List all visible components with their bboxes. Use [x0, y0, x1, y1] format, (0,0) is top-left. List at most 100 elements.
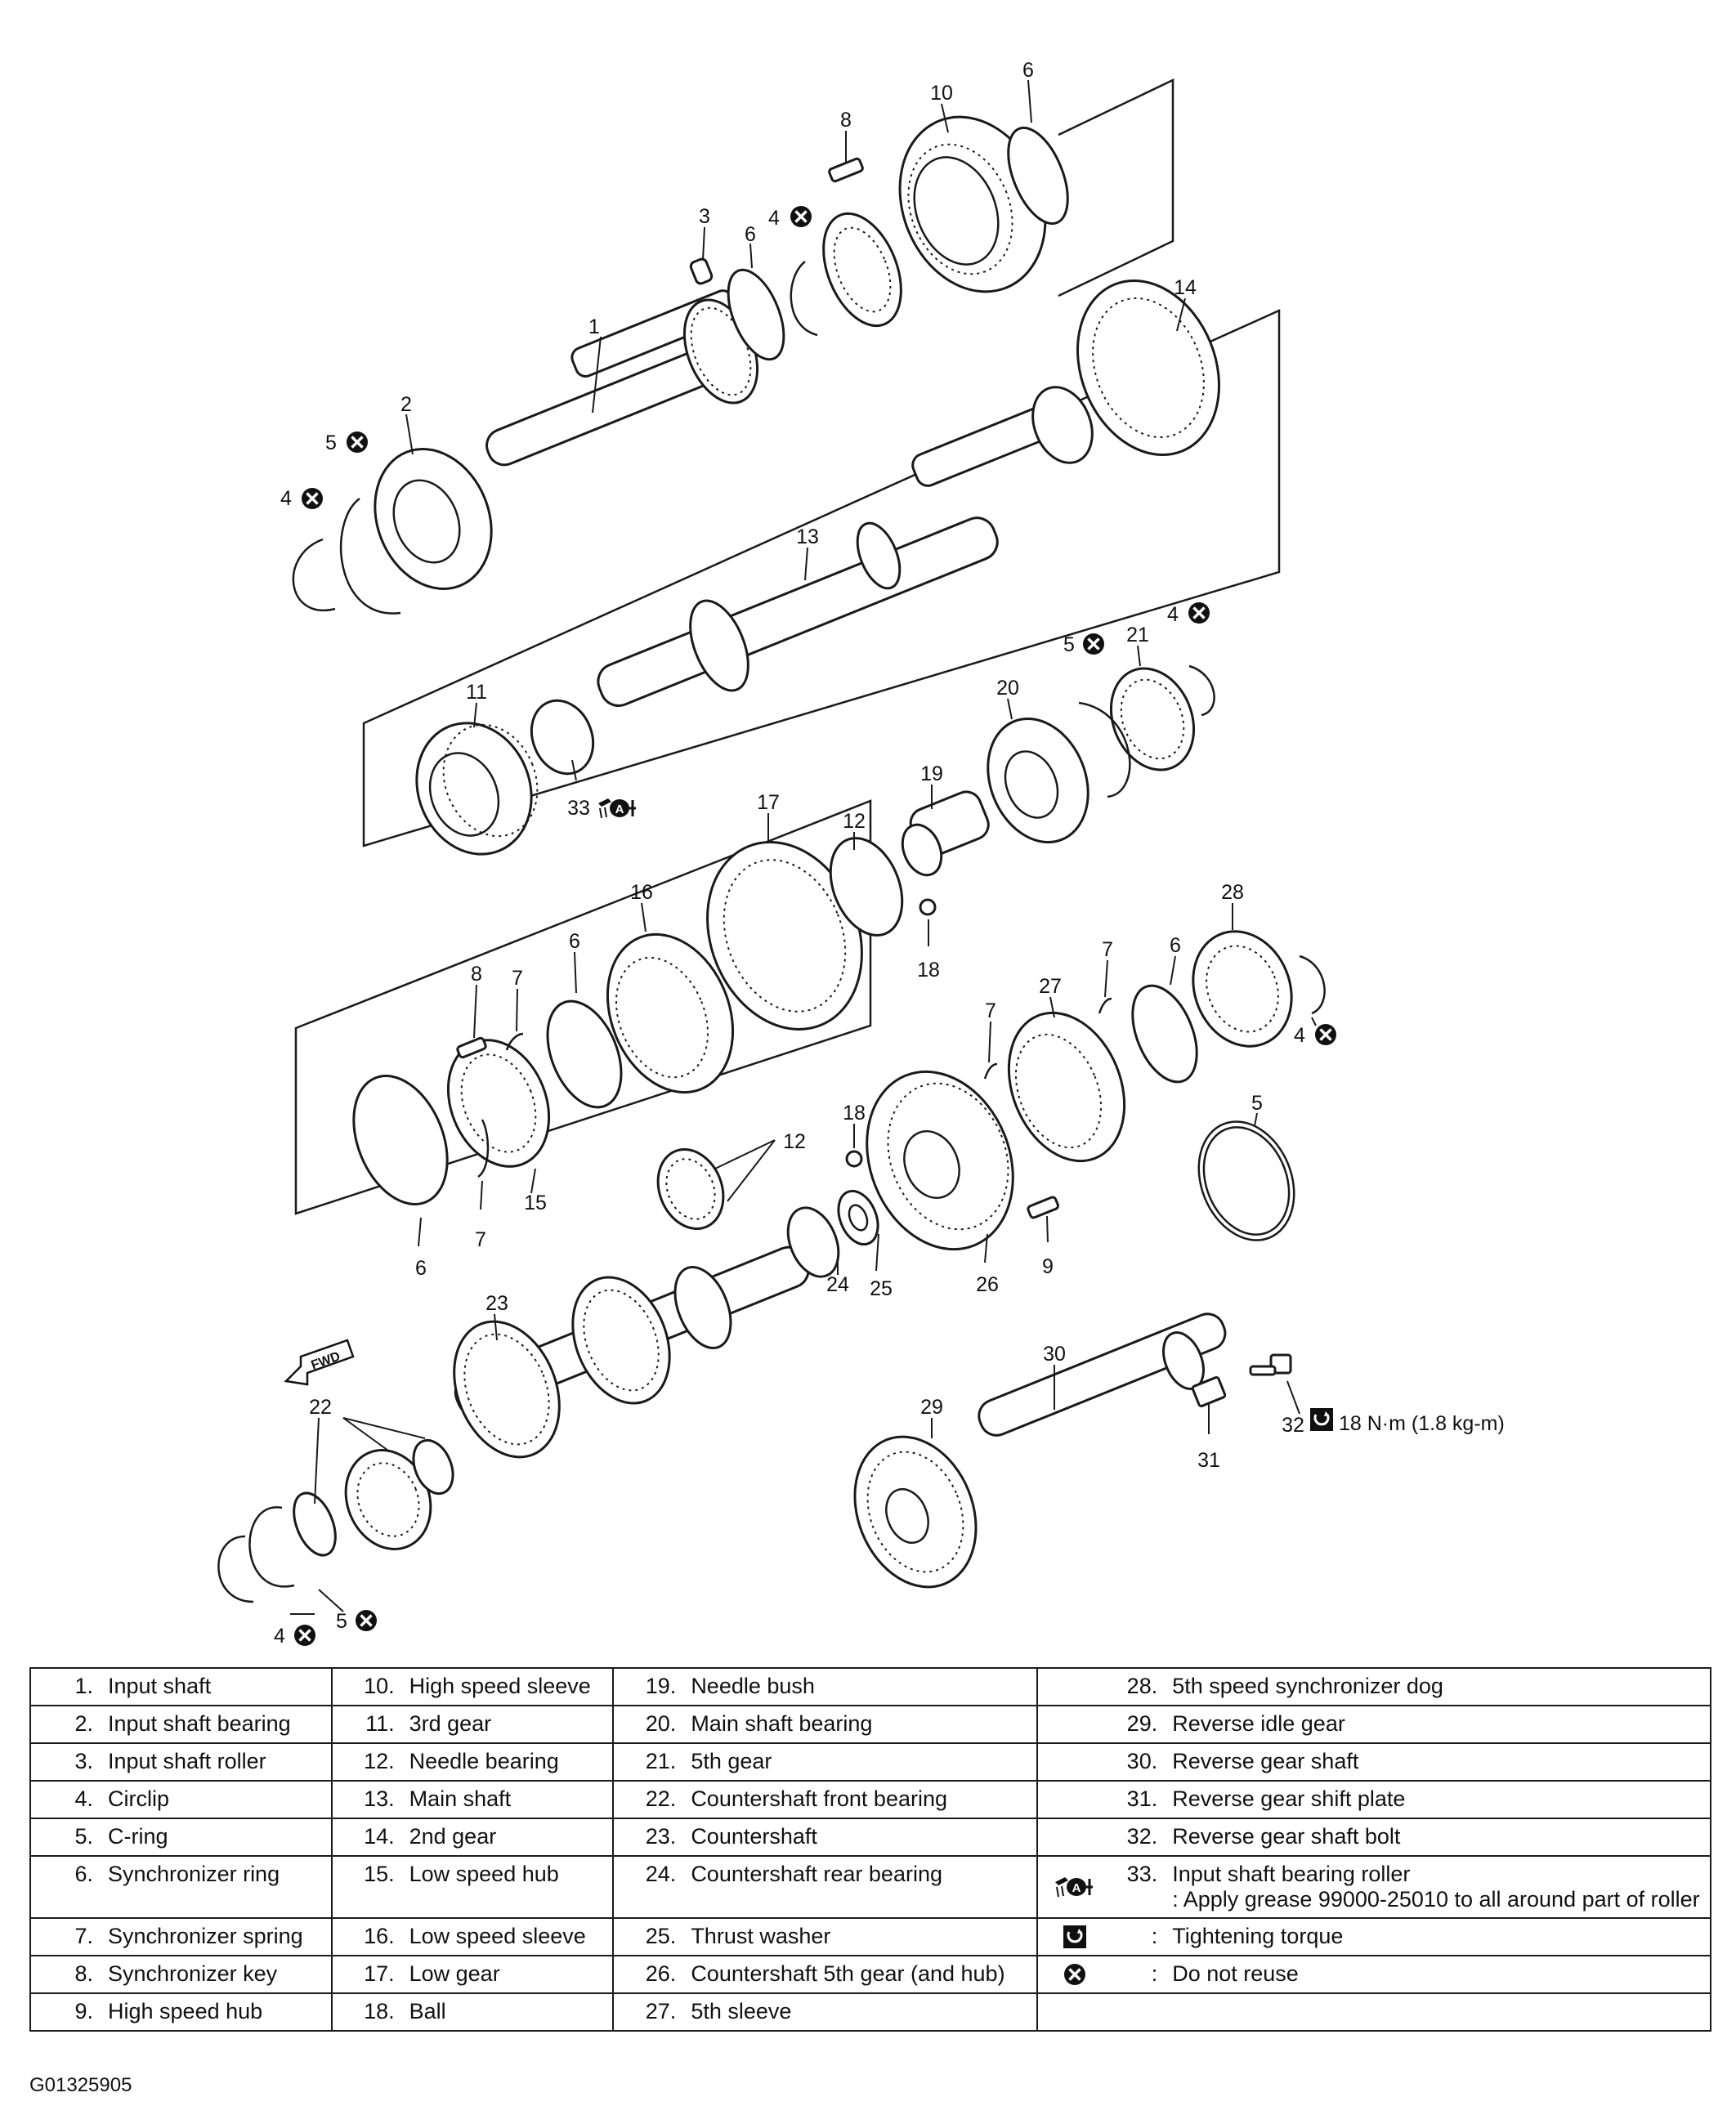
callout-6-upper: 6 — [745, 223, 756, 246]
legend-cell: 8.Synchronizer key — [29, 1955, 333, 1994]
legend-number: 27. — [645, 1999, 677, 2023]
legend-text: Reverse gear shaft — [1172, 1749, 1702, 1774]
legend-entry: 20.Main shaft bearing — [622, 1711, 1028, 1737]
legend-label: Main shaft — [409, 1786, 512, 1811]
reverse-gear-shaft-bolt — [1249, 1353, 1292, 1376]
legend-label: Synchronizer key — [108, 1961, 278, 1986]
callout-7-mid: 7 — [512, 967, 523, 990]
callout-16: 16 — [630, 881, 653, 904]
do-not-reuse-icon — [300, 486, 324, 511]
legend-label: Low speed hub — [409, 1862, 559, 1886]
legend-label: 2nd gear — [409, 1824, 497, 1849]
legend-text: Countershaft 5th gear (and hub) — [691, 1961, 1028, 1987]
high-speed-hub-lower-key — [1027, 1196, 1059, 1219]
legend-label: Ball — [409, 1999, 446, 2023]
c-ring-right — [1197, 1120, 1295, 1241]
callout-24: 24 — [826, 1273, 849, 1296]
input-shaft — [485, 289, 759, 467]
legend-entry: 32.Reverse gear shaft bolt — [1046, 1824, 1702, 1849]
legend-number: 2. — [74, 1711, 93, 1736]
input-shaft-bearing-roller — [530, 699, 595, 776]
callout-5-right: 5 — [1251, 1092, 1263, 1115]
legend-text: 5th sleeve — [691, 1999, 1028, 2024]
legend-entry: 27. 5th sleeve — [622, 1999, 1028, 2024]
legend-number: 1. — [74, 1674, 93, 1698]
legend-entry: 11.3rd gear — [341, 1711, 605, 1737]
legend-number: 10. — [364, 1674, 395, 1698]
legend-text: Main shaft bearing — [691, 1711, 1028, 1737]
c-ring-front — [339, 498, 401, 615]
callout-5-front: 5 — [325, 431, 337, 454]
legend-entry: :Tightening torque — [1046, 1924, 1702, 1949]
callout-28: 28 — [1221, 881, 1244, 904]
do-not-reuse-icon — [789, 204, 813, 229]
legend-label: Low gear — [409, 1961, 500, 1986]
legend-entry: :Do not reuse — [1046, 1961, 1702, 1987]
legend-cell: 29.Reverse idle gear — [1036, 1705, 1711, 1744]
legend-cell: 7.Synchronizer spring — [29, 1917, 333, 1956]
reverse-idle-gear — [853, 1435, 978, 1589]
legend-cell: 26. Countershaft 5th gear (and hub) — [612, 1955, 1039, 1994]
legend-entry: 26. Countershaft 5th gear (and hub) — [622, 1961, 1028, 1987]
legend-entry: 7.Synchronizer spring — [39, 1924, 323, 1949]
legend-label: Input shaft bearing roller — [1172, 1862, 1411, 1886]
legend-text: Reverse idle gear — [1172, 1711, 1702, 1737]
legend-cell: 24.Countershaft rear bearing — [612, 1855, 1039, 1919]
legend-text: Low gear — [409, 1961, 605, 1987]
legend-text: Synchronizer spring — [108, 1924, 323, 1949]
callout-2: 2 — [400, 393, 412, 416]
svg-text:A: A — [615, 803, 624, 816]
legend-number: 13. — [364, 1786, 395, 1811]
legend-cell: 11.3rd gear — [330, 1705, 615, 1744]
synchronizer-ring-mid — [546, 999, 623, 1109]
legend-label: Countershaft — [691, 1824, 817, 1849]
c-ring-counter — [248, 1506, 295, 1588]
legend-cell: 13. Main shaft — [330, 1780, 615, 1819]
low-speed-hub — [446, 1039, 551, 1168]
legend-text: Thrust washer — [691, 1924, 1028, 1949]
forward-arrow: FWD — [284, 1339, 355, 1386]
legend-entry: 22.Countershaft front bearing — [622, 1786, 1028, 1812]
legend-entry: 1.Input shaft — [39, 1674, 323, 1699]
callout-22: 22 — [309, 1396, 332, 1419]
legend-cell: 3.Input shaft roller — [29, 1742, 333, 1782]
legend-entry: 25. Thrust washer — [622, 1924, 1028, 1949]
legend-label: Synchronizer ring — [108, 1862, 280, 1886]
callout-6-mid: 6 — [569, 930, 580, 953]
do-not-reuse-icon — [293, 1623, 317, 1648]
legend-cell: 9.High speed hub — [29, 1992, 333, 2032]
legend-entry: 23.Countershaft — [622, 1824, 1028, 1849]
high-speed-hub — [822, 212, 902, 328]
legend-label: Countershaft front bearing — [691, 1786, 948, 1811]
legend-entry: 21.5th gear — [622, 1749, 1028, 1774]
thrust-washer — [837, 1189, 879, 1246]
legend-entry: 5.C-ring — [39, 1824, 323, 1849]
callout-4-front: 4 — [280, 487, 292, 510]
legend-cell: 20.Main shaft bearing — [612, 1705, 1039, 1744]
synchronizer-spring-mid — [505, 1032, 524, 1051]
legend-text: Reverse gear shaft bolt — [1172, 1824, 1702, 1849]
legend-cell: 32.Reverse gear shaft bolt — [1036, 1818, 1711, 1857]
callout-5-counter: 5 — [336, 1610, 347, 1633]
legend-number: 28. — [1126, 1674, 1158, 1698]
countershaft-front-bearing — [293, 1438, 454, 1557]
legend-text: 5th speed synchronizer dog — [1172, 1674, 1702, 1699]
legend-cell: 12.Needle bearing — [330, 1742, 615, 1782]
grease-icon: A — [598, 798, 636, 819]
torque-icon — [1310, 1408, 1333, 1431]
callout-20: 20 — [996, 677, 1019, 700]
legend-label: Input shaft roller — [108, 1749, 266, 1773]
legend-cell: 15.Low speed hub — [330, 1855, 615, 1919]
legend-number: 25. — [645, 1924, 677, 1948]
torque-icon — [1046, 1924, 1103, 1949]
legend-symbol-slot — [1046, 1824, 1103, 1849]
legend-cell: 14.2nd gear — [330, 1818, 615, 1857]
legend-entry: 4.Circlip — [39, 1786, 323, 1812]
legend-cell: 5.C-ring — [29, 1818, 333, 1857]
legend-label: Needle bearing — [409, 1749, 559, 1773]
legend-number: 26. — [645, 1961, 677, 1986]
legend-number: 31. — [1126, 1786, 1158, 1811]
legend-entry: 16.Low speed sleeve — [341, 1924, 605, 1949]
legend-cell: 25. Thrust washer — [612, 1917, 1039, 1956]
